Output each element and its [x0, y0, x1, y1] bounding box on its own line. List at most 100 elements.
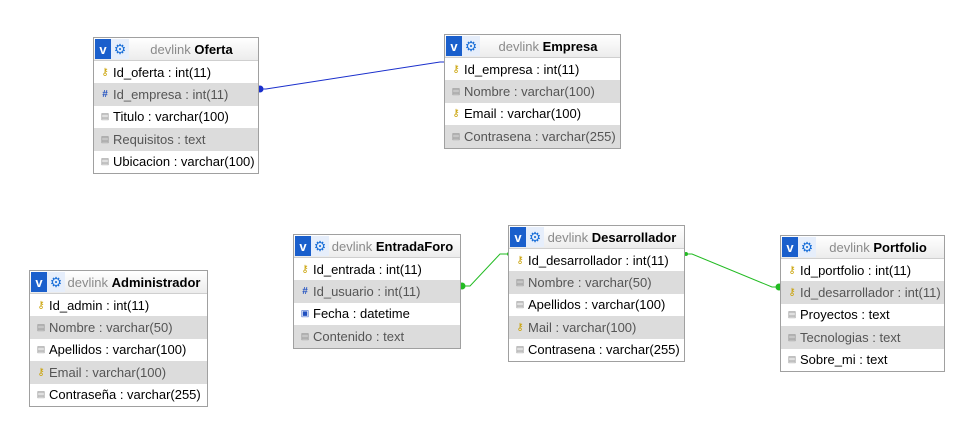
column-text: Contraseña : varchar(255) — [49, 387, 201, 403]
toggle-button[interactable]: v — [95, 39, 111, 59]
column-icon: ▤ — [787, 331, 797, 342]
relation-oferta-empresa[interactable] — [260, 61, 446, 90]
column-row[interactable]: ▤Proyectos : text — [781, 304, 944, 326]
column-row[interactable]: ▤Titulo : varchar(100) — [94, 106, 258, 128]
column-text: Id_empresa : int(11) — [464, 61, 580, 77]
column-icon: ▤ — [36, 322, 46, 333]
toggle-button[interactable]: v — [31, 272, 47, 292]
column-icon: ▤ — [787, 354, 797, 365]
gear-icon[interactable]: ⚙ — [526, 227, 544, 247]
gear-icon[interactable]: ⚙ — [311, 236, 329, 256]
column-icon: ▤ — [787, 309, 797, 320]
column-row[interactable]: ▤Contraseña : varchar(255) — [30, 384, 207, 406]
relation-desarrollador-portfolio[interactable] — [685, 253, 780, 288]
table-portfolio[interactable]: v ⚙ devlink Portfolio ⚷Id_portfolio : in… — [780, 235, 945, 372]
column-row[interactable]: ▤Contrasena : varchar(255) — [445, 125, 620, 148]
foreign-key-icon: # — [302, 286, 308, 298]
table-entradaforo[interactable]: v ⚙ devlink EntradaForo ⚷Id_entrada : in… — [293, 234, 461, 349]
gear-icon[interactable]: ⚙ — [462, 36, 480, 56]
toggle-button[interactable]: v — [446, 36, 462, 56]
column-text: Nombre : varchar(50) — [49, 320, 173, 336]
table-administrador[interactable]: v ⚙ devlink Administrador ⚷Id_admin : in… — [29, 270, 208, 407]
column-icon: ▤ — [300, 330, 310, 341]
column-row[interactable]: ▤Nombre : varchar(50) — [509, 271, 684, 294]
column-icon: ▤ — [36, 344, 46, 355]
table-header[interactable]: v ⚙ devlink Administrador — [30, 271, 207, 294]
date-icon: ▣ — [300, 308, 310, 319]
column-text: Id_portfolio : int(11) — [800, 262, 912, 278]
column-text: Apellidos : varchar(100) — [49, 342, 187, 358]
table-header[interactable]: v ⚙ devlink Desarrollador — [509, 226, 684, 249]
column-text: Email : varchar(100) — [464, 106, 582, 122]
key-icon: ⚷ — [788, 287, 796, 299]
column-row[interactable]: ⚷ Email : varchar(100) — [445, 103, 620, 125]
toggle-button[interactable]: v — [510, 227, 526, 247]
table-name: Desarrollador — [591, 229, 677, 245]
column-text: Fecha : datetime — [313, 306, 410, 322]
database-name: devlink — [331, 238, 373, 254]
database-name: devlink — [547, 229, 589, 245]
column-text: Proyectos : text — [800, 307, 890, 323]
column-text: Ubicacion : varchar(100) — [113, 154, 255, 170]
key-icon: ⚷ — [516, 321, 524, 333]
gear-icon[interactable]: ⚙ — [798, 237, 816, 257]
column-row[interactable]: ▤Contrasena : varchar(255) — [509, 339, 684, 361]
table-name: Portfolio — [873, 239, 927, 255]
table-desarrollador[interactable]: v ⚙ devlink Desarrollador ⚷ Id_desarrolla… — [508, 225, 685, 362]
column-text: Id_empresa : int(11) — [113, 87, 229, 103]
column-text: Contrasena : varchar(255) — [464, 128, 616, 144]
column-list: ⚷Id_entrada : int(11)#Id_usuario : int(1… — [294, 258, 460, 348]
column-row[interactable]: ▤Sobre_mi : text — [781, 349, 944, 371]
table-oferta[interactable]: v ⚙ devlink Oferta ⚷Id_oferta : int(11)#… — [93, 37, 259, 174]
column-row[interactable]: ⚷Id_portfolio : int(11) — [781, 259, 944, 281]
column-row[interactable]: #Id_empresa : int(11) — [94, 83, 258, 106]
key-icon: ⚷ — [516, 254, 524, 266]
table-header[interactable]: v ⚙ devlink Portfolio — [781, 236, 944, 259]
column-row[interactable]: ⚷Email : varchar(100) — [30, 361, 207, 384]
key-icon: ⚷ — [452, 108, 460, 120]
column-row[interactable]: ⚷Id_entrada : int(11) — [294, 258, 460, 280]
column-row[interactable]: ▤Contenido : text — [294, 325, 460, 348]
column-row[interactable]: ▤Tecnologias : text — [781, 326, 944, 349]
column-text: Nombre : varchar(50) — [528, 275, 652, 291]
column-icon: ▤ — [515, 299, 525, 310]
column-row[interactable]: ⚷ Id_desarrollador : int(11) — [509, 249, 684, 271]
gear-icon[interactable]: ⚙ — [47, 272, 65, 292]
column-row[interactable]: ⚷Id_desarrollador : int(11) — [781, 281, 944, 304]
column-row[interactable]: ▤Nombre : varchar(100) — [445, 80, 620, 103]
column-row[interactable]: ⚷ Id_empresa : int(11) — [445, 58, 620, 80]
relation-entradaforo-desarrollador[interactable] — [462, 253, 509, 287]
key-icon: ⚷ — [452, 63, 460, 75]
toggle-button[interactable]: v — [295, 236, 311, 256]
table-name: Administrador — [111, 274, 201, 290]
column-icon: ▤ — [100, 133, 110, 144]
column-text: Requisitos : text — [113, 131, 206, 147]
toggle-button[interactable]: v — [782, 237, 798, 257]
table-name: EntradaForo — [375, 238, 454, 254]
column-row[interactable]: ▤Requisitos : text — [94, 128, 258, 151]
column-row[interactable]: ⚷Mail : varchar(100) — [509, 316, 684, 339]
column-text: Sobre_mi : text — [800, 352, 888, 368]
column-list: ⚷Id_portfolio : int(11)⚷Id_desarrollador… — [781, 259, 944, 371]
column-row[interactable]: #Id_usuario : int(11) — [294, 280, 460, 303]
column-text: Nombre : varchar(100) — [464, 84, 595, 100]
column-row[interactable]: ▣Fecha : datetime — [294, 303, 460, 325]
table-header[interactable]: v ⚙ devlink Empresa — [445, 35, 620, 58]
column-list: ⚷Id_oferta : int(11)#Id_empresa : int(11… — [94, 61, 258, 173]
column-row[interactable]: ⚷Id_admin : int(11) — [30, 294, 207, 316]
column-row[interactable]: ⚷Id_oferta : int(11) — [94, 61, 258, 83]
table-header[interactable]: v ⚙ devlink Oferta — [94, 38, 258, 61]
column-row[interactable]: ▤Ubicacion : varchar(100) — [94, 151, 258, 173]
column-icon: ▤ — [451, 130, 461, 141]
column-row[interactable]: ▤Apellidos : varchar(100) — [30, 339, 207, 361]
database-name: devlink — [67, 274, 108, 290]
table-empresa[interactable]: v ⚙ devlink Empresa ⚷ Id_empresa : int(11… — [444, 34, 621, 149]
column-text: Id_desarrollador : int(11) — [528, 252, 669, 268]
column-text: Id_oferta : int(11) — [113, 64, 212, 80]
table-header[interactable]: v ⚙ devlink EntradaForo — [294, 235, 460, 258]
gear-icon[interactable]: ⚙ — [111, 39, 129, 59]
column-row[interactable]: ▤Nombre : varchar(50) — [30, 316, 207, 339]
column-row[interactable]: ▤Apellidos : varchar(100) — [509, 294, 684, 316]
table-name: Oferta — [194, 41, 233, 57]
